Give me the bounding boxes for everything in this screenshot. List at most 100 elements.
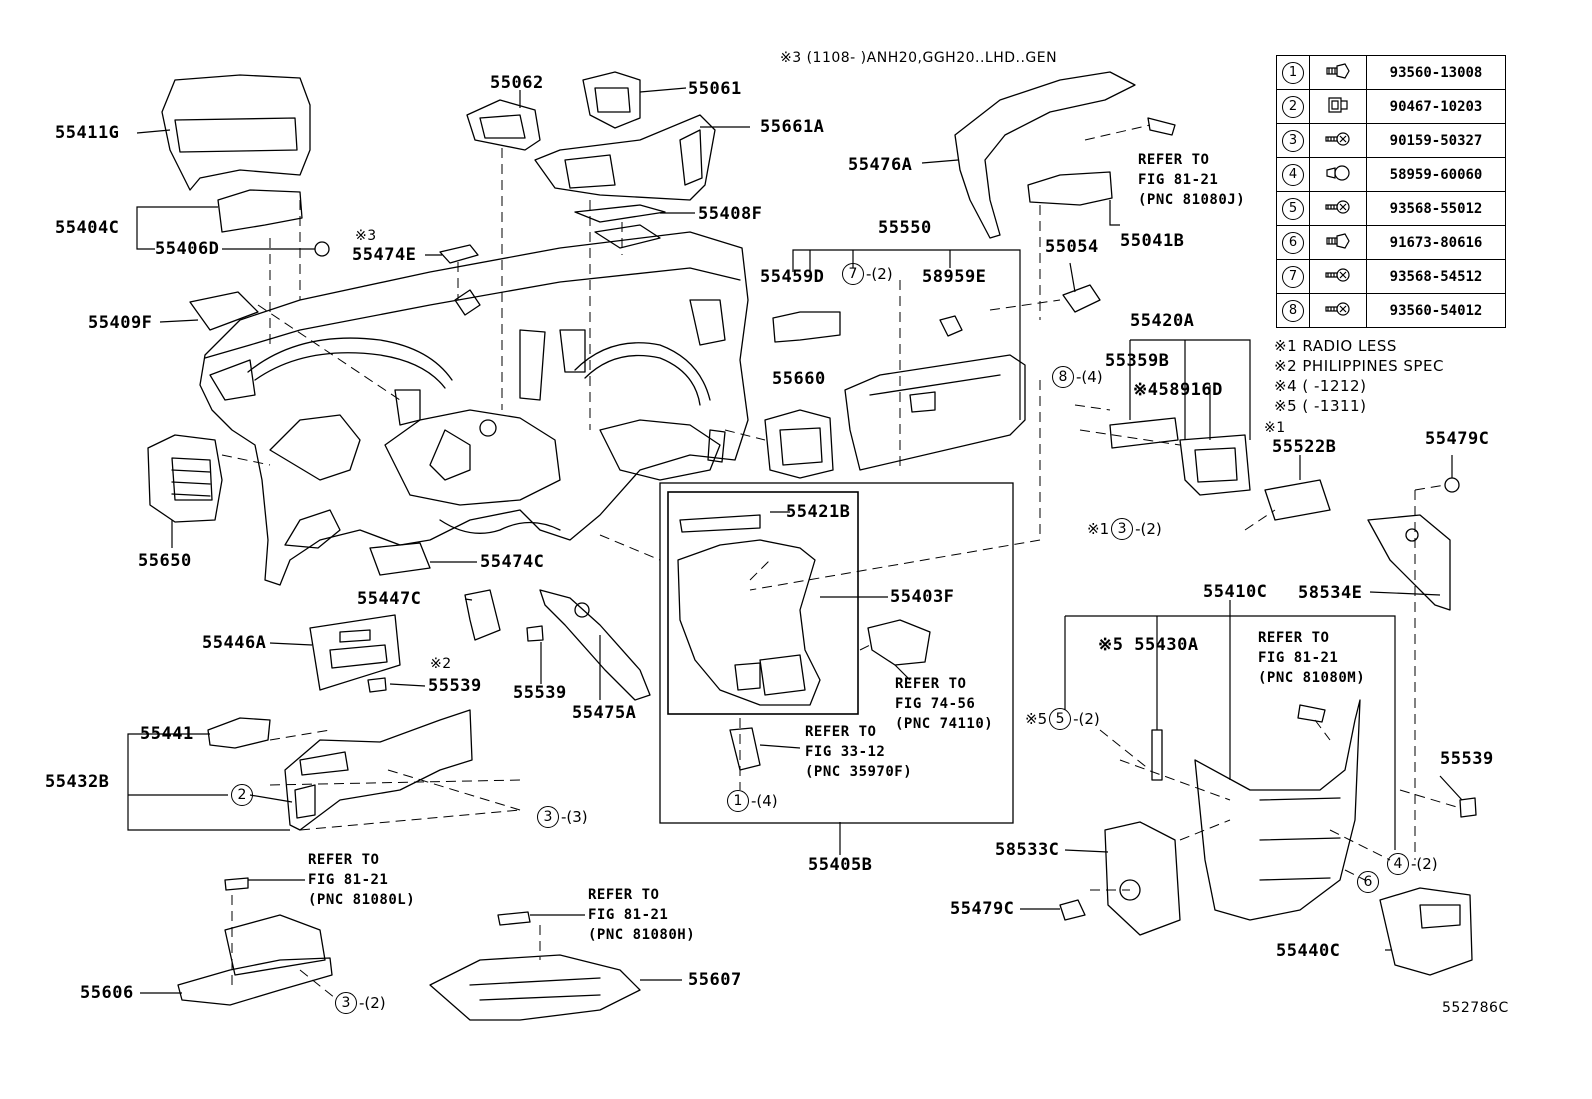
footnote-2: ※2 PHILIPPINES SPEC — [1274, 357, 1444, 375]
fastener-part-number: 58959-60060 — [1366, 157, 1506, 192]
part-58534E-drawing — [1367, 514, 1451, 611]
fastener-number-circle: 6 — [1282, 231, 1304, 254]
part-55447C-drawing — [464, 589, 501, 641]
part-55409F-drawing — [189, 291, 259, 331]
part-55661A-drawing — [534, 114, 716, 201]
part-label-55405B: 55405B — [808, 855, 873, 875]
refer-note-81080M: REFER TO FIG 81-21 (PNC 81080M) — [1258, 630, 1366, 686]
part-label-55661A: 55661A — [760, 117, 825, 137]
fastener-number-circle: 8 — [1282, 299, 1304, 322]
part-55408F-drawing — [574, 204, 666, 223]
part-label-55054: 55054 — [1045, 237, 1099, 257]
part-55411G-drawing — [161, 74, 311, 191]
part-label-55447C: 55447C — [357, 589, 422, 609]
part-58916D-drawing — [1179, 434, 1251, 496]
part-55474C-drawing — [369, 542, 431, 576]
bolt-icon — [1309, 55, 1367, 90]
fastener-number-circle: 1 — [1282, 61, 1304, 84]
refer-note-81080J: REFER TO FIG 81-21 (PNC 81080J) — [1138, 152, 1246, 208]
part-58533C-drawing — [1104, 821, 1181, 936]
part-label-55411G: 55411G — [55, 123, 120, 143]
fastener-number: 5 — [1276, 191, 1310, 226]
part-55522B-drawing — [1264, 479, 1331, 521]
part-55479C-r-drawing — [1444, 477, 1460, 493]
callout-8: 8-(4) — [1050, 366, 1103, 388]
part-55479C-l-drawing — [1059, 899, 1086, 921]
part-55406D-drawing — [314, 241, 330, 257]
part-label-55403F: 55403F — [890, 587, 955, 607]
part-label-55359B: 55359B — [1105, 351, 1170, 371]
part-label-55522B: 55522B — [1272, 437, 1337, 457]
part-label-55421B: 55421B — [786, 502, 851, 522]
part-55475A-drawing — [539, 589, 651, 701]
part-label-55475A: 55475A — [572, 703, 637, 723]
part-55476A-drawing — [954, 71, 1136, 239]
bolt-icon — [1309, 225, 1367, 260]
part-55650-drawing — [147, 434, 223, 523]
part-55606-drawing — [177, 957, 333, 1006]
part-label-55479C-right: 55479C — [1425, 429, 1490, 449]
part-label-55446A: 55446A — [202, 633, 267, 653]
part-55441-drawing — [207, 717, 271, 749]
part-label-55459D: 55459D — [760, 267, 825, 287]
part-label-55041B: 55041B — [1120, 231, 1185, 251]
part-label-55606: 55606 — [80, 983, 134, 1003]
fastener-number: 8 — [1276, 293, 1310, 328]
part-55474E-drawing — [439, 244, 479, 264]
part-label-55479C-left: 55479C — [950, 899, 1015, 919]
diagram-id: 552786C — [1442, 1000, 1509, 1016]
clip-icon — [1309, 89, 1367, 124]
callout-7: 7-(2) — [840, 263, 893, 285]
part-label-55432B: 55432B — [45, 772, 110, 792]
fastener-number-circle: 3 — [1282, 129, 1304, 152]
refer-note-74110: REFER TO FIG 74-56 (PNC 74110) — [895, 676, 994, 732]
fastener-row: 3 90159-50327 — [1276, 123, 1506, 158]
part-label-55539-c: 55539 — [1440, 749, 1494, 769]
part-label-55441: 55441 — [140, 724, 194, 744]
fastener-part-number: 91673-80616 — [1366, 225, 1506, 260]
part-55041B-drawing — [1027, 171, 1113, 206]
part-55539-c-drawing — [1459, 797, 1477, 818]
fastener-part-number: 93568-55012 — [1366, 191, 1506, 226]
part-label-55062: 55062 — [490, 73, 544, 93]
fastener-number: 4 — [1276, 157, 1310, 192]
refer-note-81080H: REFER TO FIG 81-21 (PNC 81080H) — [588, 887, 696, 943]
part-55405B-bezel-drawing — [677, 539, 821, 706]
part-label-55539-a: 55539 — [428, 676, 482, 696]
fastener-number: 7 — [1276, 259, 1310, 294]
fastener-part-number: 90159-50327 — [1366, 123, 1506, 158]
part-55404C-drawing — [217, 189, 303, 233]
part-74110-drawing — [867, 619, 931, 666]
part-label-55061: 55061 — [688, 79, 742, 99]
fastener-number-circle: 2 — [1282, 95, 1304, 118]
refer-note-35970F: REFER TO FIG 33-12 (PNC 35970F) — [805, 724, 913, 780]
callout-6: 6 — [1355, 871, 1381, 893]
fastener-number: 3 — [1276, 123, 1310, 158]
fastener-number: 6 — [1276, 225, 1310, 260]
part-glovebox-drawing — [844, 354, 1026, 471]
screw-icon — [1309, 293, 1367, 328]
fastener-row: 2 90467-10203 — [1276, 89, 1506, 124]
part-mark-55539: ※2 — [430, 656, 452, 672]
part-label-55474E: 55474E — [352, 245, 417, 265]
push-clip-icon — [1309, 157, 1367, 192]
refer-note-81080L: REFER TO FIG 81-21 (PNC 81080L) — [308, 852, 416, 908]
part-55539-a-drawing — [367, 677, 387, 693]
part-label-55660: 55660 — [772, 369, 826, 389]
footnote-5: ※5 ( -1311) — [1274, 397, 1367, 415]
part-55430A-drawing — [1151, 729, 1163, 781]
fastener-part-number: 90467-10203 — [1366, 89, 1506, 124]
part-label-55539-b: 55539 — [513, 683, 567, 703]
callout-1: 1-(4) — [725, 790, 778, 812]
part-55410C-drawing — [1194, 699, 1361, 921]
part-55432B-drawing — [284, 709, 473, 831]
fastener-number: 2 — [1276, 89, 1310, 124]
callout-4: 4-(2) — [1385, 853, 1438, 875]
part-label-55420A: 55420A — [1130, 311, 1195, 331]
part-55607-drawing — [429, 954, 641, 1021]
